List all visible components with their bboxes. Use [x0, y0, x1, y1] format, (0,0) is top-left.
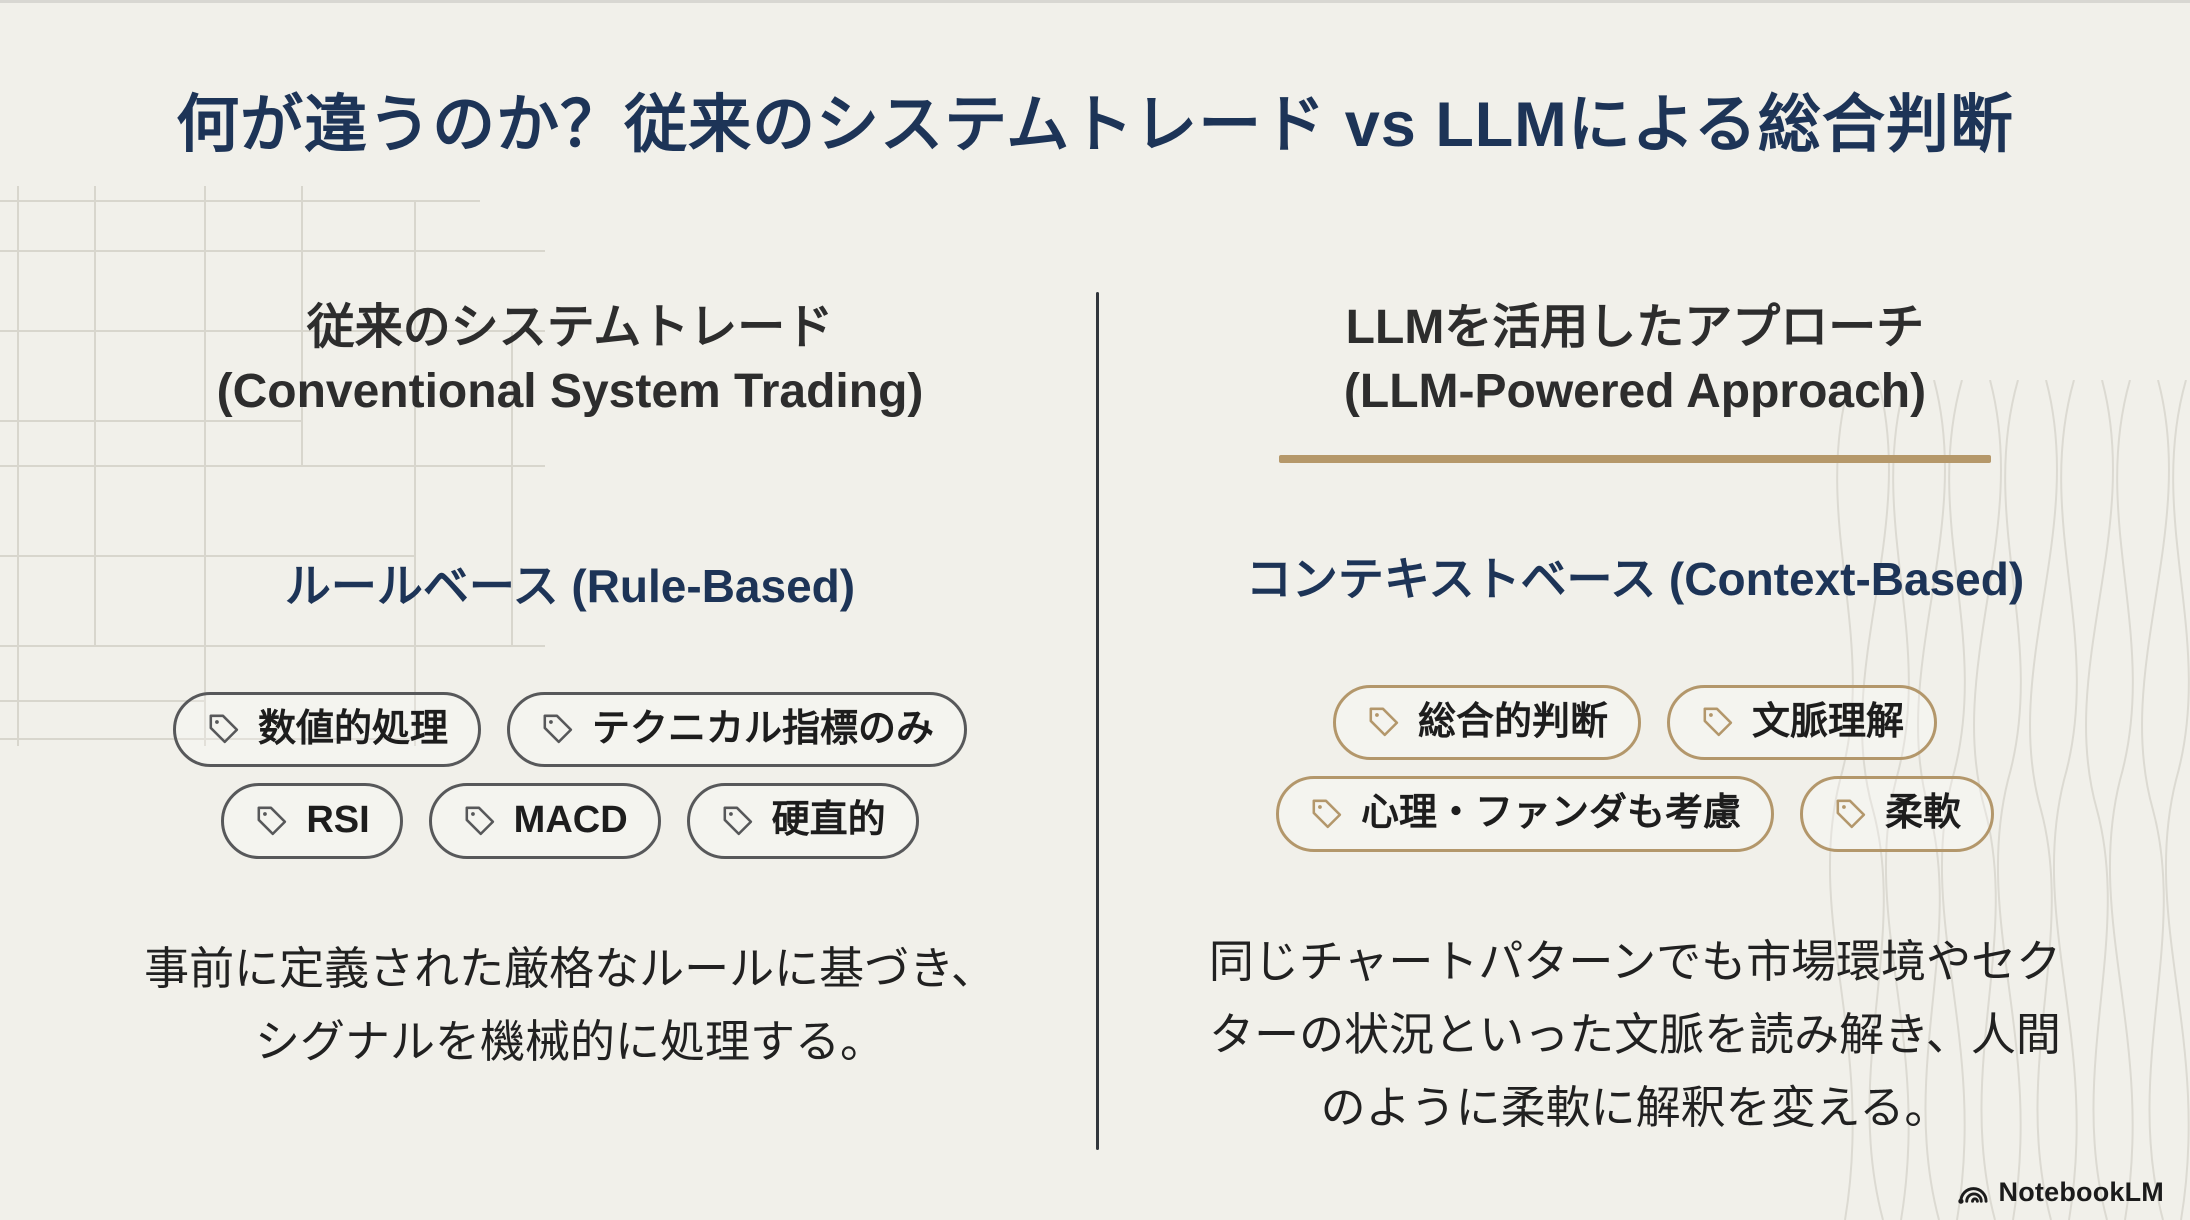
tag-label: 文脈理解: [1752, 700, 1905, 743]
tag-pill: 文脈理解: [1667, 684, 1938, 761]
tag-row: 総合的判断 文脈理解: [1332, 684, 1938, 761]
tag-label: MACD: [513, 799, 628, 842]
tag-pill: 心理・ファンダも考慮: [1275, 776, 1774, 852]
tag-icon: [465, 806, 494, 836]
tag-icon: [1369, 707, 1399, 737]
tag-label: 総合的判断: [1417, 700, 1608, 743]
llm-heading: LLMを活用したアプローチ (LLM-Powered Approach): [1112, 296, 2158, 425]
tag-label: 柔軟: [1885, 792, 1962, 835]
tag-icon: [209, 714, 239, 744]
llm-description: 同じチャートパターンでも市場環境やセク ターの状況といった文脈を読み解き、人間 …: [1208, 935, 2062, 1133]
heading-underline: [1279, 454, 1991, 463]
tag-icon: [1836, 799, 1866, 829]
tag-pill: 数値的処理: [172, 691, 481, 768]
tag-row: RSI MACD 硬直的: [221, 783, 919, 859]
conventional-heading-ja: 従来のシステムトレード: [306, 301, 834, 354]
tag-pill: 柔軟: [1800, 776, 1995, 852]
rule-based-subheading: ルールベース (Rule-Based): [284, 559, 856, 612]
tag-pill: 硬直的: [686, 783, 919, 859]
tag-pill: 総合的判断: [1332, 684, 1641, 761]
tag-label: 心理・ファンダも考慮: [1360, 792, 1741, 835]
tag-label: RSI: [306, 799, 370, 842]
tag-pill: MACD: [428, 783, 661, 859]
tag-icon: [1703, 707, 1733, 737]
tag-icon: [543, 714, 573, 744]
llm-tags: 総合的判断 文脈理解心理・ファンダも考慮 柔軟: [1112, 684, 2158, 852]
notebooklm-wave-icon: [1957, 1187, 1988, 1204]
conventional-tags: 数値的処理 テクニカル指標のみ RSI MACD 硬直的: [60, 691, 1080, 859]
column-llm: LLMを活用したアプローチ (LLM-Powered Approach) コンテ…: [1112, 296, 2158, 1144]
tag-pill: テクニカル指標のみ: [507, 691, 968, 768]
brand-label: NotebookLM: [1998, 1177, 2164, 1207]
notebooklm-brand: NotebookLM: [1957, 1177, 2164, 1208]
tag-icon: [1312, 799, 1342, 829]
tag-label: 硬直的: [771, 799, 886, 842]
tag-icon: [723, 806, 752, 836]
column-conventional: 従来のシステムトレード (Conventional System Trading…: [60, 296, 1080, 1079]
top-edge-shade: [0, 0, 2190, 3]
tag-label: テクニカル指標のみ: [592, 707, 935, 750]
conventional-heading-en: (Conventional System Trading): [216, 365, 924, 419]
tag-icon: [257, 806, 287, 836]
conventional-description: 事前に定義された厳格なルールに基づき、 シグナルを機械的に処理する。: [144, 942, 996, 1067]
conventional-heading: 従来のシステムトレード (Conventional System Trading…: [60, 296, 1080, 425]
page-title: 何が違うのか？従来のシステムトレード vs LLMによる総合判断: [176, 90, 2014, 160]
column-divider: [1096, 292, 1099, 1150]
tag-row: 心理・ファンダも考慮 柔軟: [1275, 776, 1995, 852]
tag-label: 数値的処理: [257, 707, 448, 750]
context-based-subheading: コンテキストベース (Context-Based): [1245, 552, 2025, 605]
llm-heading-en: (LLM-Powered Approach): [1343, 365, 1927, 419]
tag-row: 数値的処理 テクニカル指標のみ: [172, 691, 968, 768]
tag-pill: RSI: [221, 783, 403, 859]
llm-heading-ja: LLMを活用したアプローチ: [1345, 301, 1925, 354]
